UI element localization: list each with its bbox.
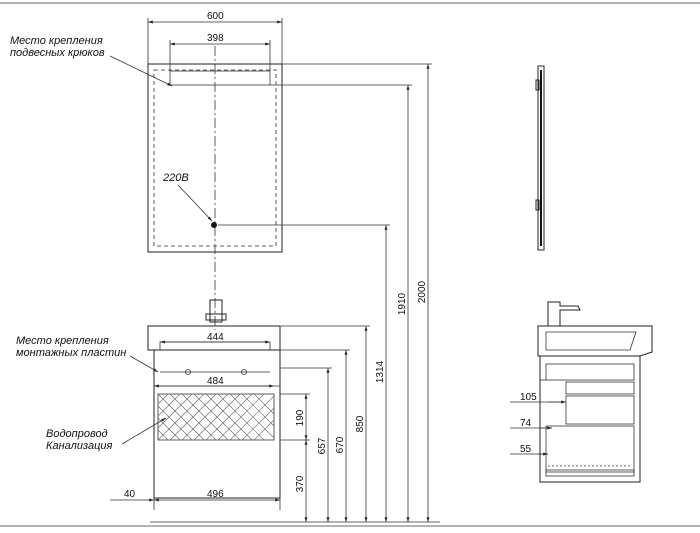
dim-h-370: 370	[295, 475, 306, 492]
dim-h-190: 190	[295, 409, 306, 426]
label-mount-hooks-2: подвесных крюков	[10, 47, 105, 59]
label-plumbing-1: Водопровод	[46, 428, 108, 440]
label-mount-plates-1: Место крепления	[16, 335, 109, 347]
dim-h-670: 670	[335, 436, 346, 453]
vanity-side	[537, 301, 653, 483]
label-power: 220В	[162, 172, 189, 184]
dim-side-105: 105	[520, 392, 537, 403]
label-mount-hooks-1: Место крепления	[10, 35, 103, 47]
dim-h-1314: 1314	[375, 360, 386, 383]
dim-basin-width: 444	[207, 332, 224, 343]
dim-h-657: 657	[317, 437, 328, 454]
dim-hooks-spacing: 398	[207, 33, 224, 44]
dim-mirror-width: 600	[207, 11, 224, 22]
vanity-front	[147, 299, 281, 499]
dim-h-2000: 2000	[417, 280, 428, 303]
label-plumbing-2: Канализация	[46, 440, 112, 452]
dim-cabinet-width: 496	[207, 489, 224, 500]
dim-side-74: 74	[520, 418, 532, 429]
label-mount-plates-2: монтажных пластин	[16, 347, 126, 359]
mirror-side	[535, 65, 545, 251]
power-outlet-marker	[211, 222, 217, 228]
dim-h-850: 850	[355, 415, 366, 432]
dim-side-offset: 40	[124, 489, 136, 500]
dim-side-55: 55	[520, 444, 532, 455]
drawer-hatch	[157, 393, 275, 441]
dim-plates-spacing: 484	[207, 376, 224, 387]
dim-h-1910: 1910	[397, 292, 408, 315]
mirror-front	[147, 46, 283, 330]
